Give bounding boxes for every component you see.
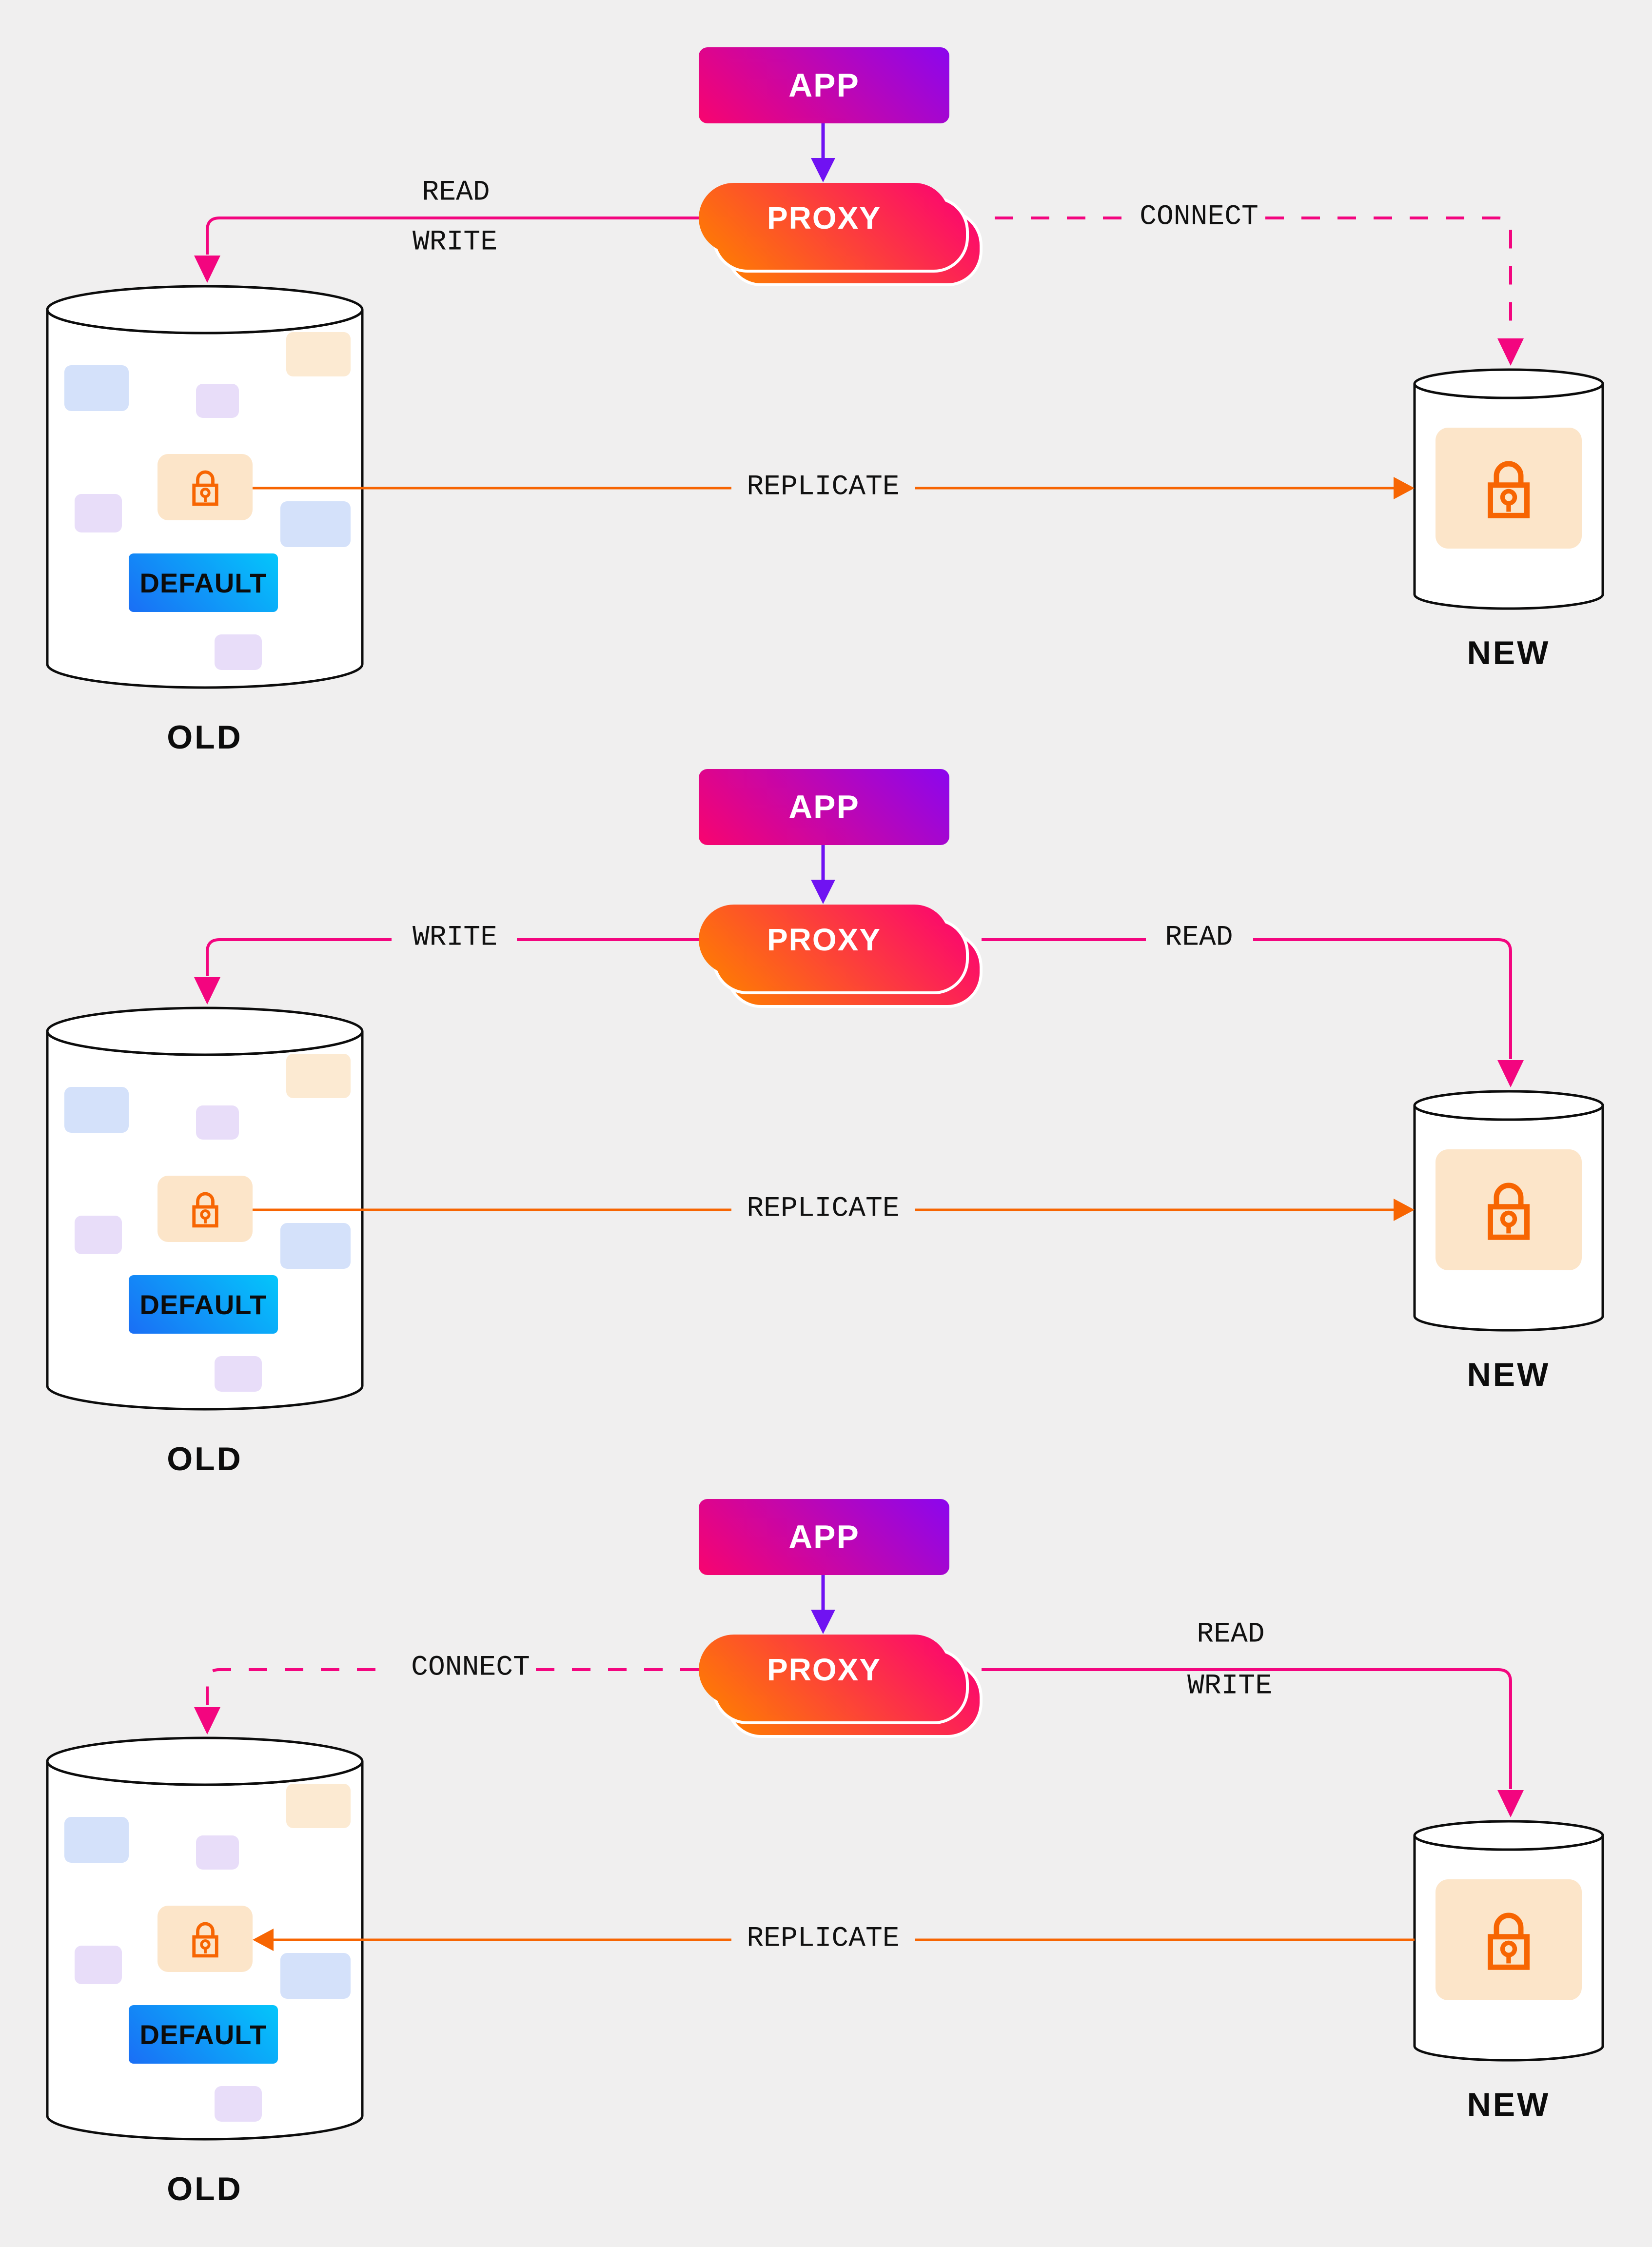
default-label: DEFAULT xyxy=(139,567,267,598)
data-block xyxy=(75,1216,122,1254)
data-block xyxy=(75,494,122,532)
data-block xyxy=(196,1105,239,1140)
old-label: OLD xyxy=(167,1440,243,1478)
locked-table-badge xyxy=(157,454,253,520)
read-label: READ xyxy=(1197,1618,1265,1651)
app-to-proxy-arrow xyxy=(811,1575,835,1634)
locked-table-badge xyxy=(157,1176,253,1242)
data-block xyxy=(286,1784,351,1828)
arrowhead-into-new xyxy=(1497,1060,1524,1087)
locked-table-badge xyxy=(1436,1879,1582,2000)
app-label: APP xyxy=(788,1518,860,1556)
locked-table-badge xyxy=(1436,428,1582,549)
arrowhead-into-new xyxy=(1497,338,1524,366)
default-badge: DEFAULT xyxy=(129,2005,278,2064)
lock-icon xyxy=(1488,1912,1530,1970)
proxy-to-old-connector xyxy=(194,217,699,283)
data-block xyxy=(75,1946,122,1984)
proxy-to-old-connector xyxy=(194,938,699,1005)
replicate-connector xyxy=(253,1929,1415,1951)
arrowhead-into-old xyxy=(194,977,220,1005)
data-block xyxy=(280,1223,351,1269)
lock-icon xyxy=(1488,1183,1530,1240)
app-node: APP xyxy=(699,47,949,123)
write-label: WRITE xyxy=(412,226,498,258)
proxy-to-new-connector xyxy=(995,217,1524,366)
replicate-label: REPLICATE xyxy=(747,1923,900,1955)
data-block xyxy=(64,1087,129,1133)
app-label: APP xyxy=(788,67,860,104)
migration-stage-3: APP PROXY DEFAULT CONNECT READ WRITE REP… xyxy=(0,1452,1652,2212)
default-label: DEFAULT xyxy=(139,1289,267,1320)
proxy-to-new-connector xyxy=(982,938,1524,1087)
read-label: READ xyxy=(422,177,490,209)
data-block xyxy=(196,384,239,418)
data-block xyxy=(280,1953,351,1999)
arrowhead-replicate xyxy=(1394,1199,1415,1221)
app-to-proxy-arrow xyxy=(811,845,835,904)
app-node: APP xyxy=(699,769,949,845)
read-label: READ xyxy=(1165,922,1233,954)
proxy-label: PROXY xyxy=(767,922,882,957)
proxy-node: PROXY xyxy=(699,183,949,253)
data-block xyxy=(215,634,262,670)
arrowhead-into-old xyxy=(194,1707,220,1735)
arrowhead-replicate xyxy=(1394,477,1415,499)
app-node: APP xyxy=(699,1499,949,1575)
lock-icon xyxy=(192,1192,218,1228)
old-label: OLD xyxy=(167,719,243,756)
replicate-connector xyxy=(252,477,1415,499)
app-label: APP xyxy=(788,788,860,826)
locked-table-badge xyxy=(157,1906,253,1972)
proxy-node: PROXY xyxy=(699,1635,949,1705)
proxy-label: PROXY xyxy=(767,1652,882,1687)
default-badge: DEFAULT xyxy=(129,553,278,612)
arrowhead-into-old xyxy=(194,256,220,283)
arrowhead-into-new xyxy=(1497,1790,1524,1817)
lock-icon xyxy=(192,470,218,506)
proxy-label: PROXY xyxy=(767,200,882,236)
data-block xyxy=(286,1054,351,1098)
locked-table-badge xyxy=(1436,1149,1582,1270)
data-block xyxy=(64,365,129,411)
data-block xyxy=(64,1817,129,1863)
default-badge: DEFAULT xyxy=(129,1275,278,1334)
lock-icon xyxy=(1488,461,1530,518)
proxy-to-new-connector xyxy=(982,1668,1524,1817)
app-to-proxy-arrow xyxy=(811,123,835,182)
proxy-node: PROXY xyxy=(699,905,949,975)
data-block xyxy=(215,2086,262,2122)
connect-label: CONNECT xyxy=(1140,201,1259,233)
migration-stage-2: APP PROXY DEFAULT WRITE READ REPLICATE O… xyxy=(0,722,1652,1482)
replicate-label: REPLICATE xyxy=(747,471,900,503)
arrowhead-replicate xyxy=(253,1929,274,1951)
new-label: NEW xyxy=(1467,2086,1551,2123)
old-label: OLD xyxy=(167,2170,243,2208)
replicate-connector xyxy=(252,1199,1415,1221)
proxy-to-old-connector xyxy=(194,1668,699,1735)
new-label: NEW xyxy=(1467,1356,1551,1393)
new-label: NEW xyxy=(1467,634,1551,671)
migration-stage-1: APP PROXY DEFAULT READ WRITE CONNECT REP… xyxy=(0,0,1652,761)
lock-icon xyxy=(192,1922,218,1958)
data-block xyxy=(215,1356,262,1392)
data-block xyxy=(286,332,351,376)
write-label: WRITE xyxy=(1187,1670,1273,1702)
connect-label: CONNECT xyxy=(411,1652,530,1684)
write-label: WRITE xyxy=(412,922,498,954)
default-label: DEFAULT xyxy=(139,2019,267,2050)
replicate-label: REPLICATE xyxy=(747,1193,900,1225)
data-block xyxy=(196,1835,239,1870)
data-block xyxy=(280,501,351,547)
